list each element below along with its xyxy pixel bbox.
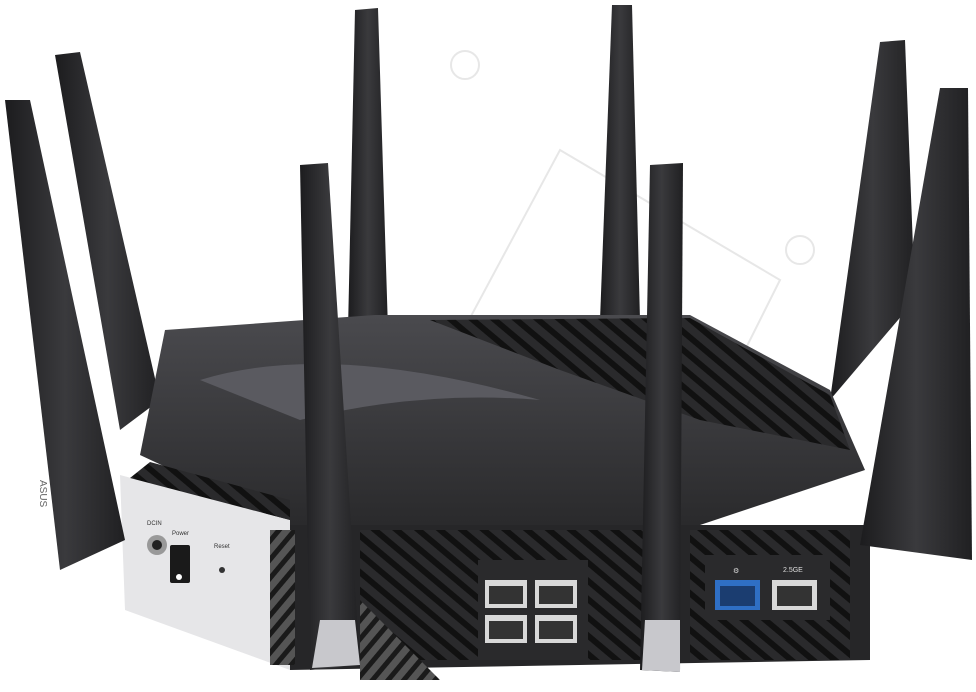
- wan-port-label: 2.5GE: [783, 567, 803, 574]
- antennas-back: [55, 5, 915, 430]
- power-switch[interactable]: [170, 545, 190, 583]
- lan-ports: [478, 560, 588, 660]
- dc-in-label: DCIN: [147, 521, 162, 527]
- asus-logo: ASUS: [37, 480, 48, 508]
- power-label: Power: [172, 531, 189, 537]
- side-grille: [270, 530, 295, 665]
- top-vent: [430, 318, 850, 450]
- side-panel: [120, 475, 290, 670]
- side-vent: [130, 462, 290, 520]
- reset-button[interactable]: [219, 567, 225, 573]
- dc-in-port: [147, 535, 167, 555]
- rog-eye-logo: [200, 364, 540, 420]
- front-accent: [360, 600, 440, 680]
- antennas-front: [5, 88, 972, 672]
- gaming-port-icon: ⚙: [733, 567, 739, 575]
- reset-label: Reset: [214, 544, 230, 550]
